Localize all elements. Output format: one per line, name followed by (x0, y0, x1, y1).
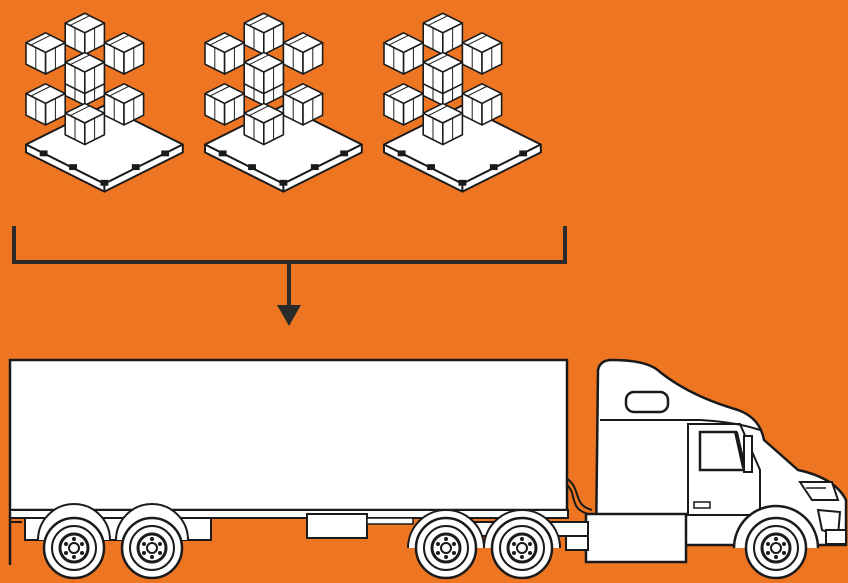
pallet-stack-icon (26, 13, 183, 191)
wheel-icon (122, 518, 182, 578)
pallet-stack-icon (384, 13, 541, 191)
down-arrow-icon (277, 305, 301, 326)
semi-truck-icon (10, 360, 846, 578)
wheel-icon (416, 518, 476, 578)
pallet-group (26, 13, 541, 191)
pallet-stack-icon (205, 13, 362, 191)
wheel-icon (746, 518, 806, 578)
wheel-icon (44, 518, 104, 578)
wheel-icon (492, 518, 552, 578)
bracket-connector (14, 226, 565, 307)
